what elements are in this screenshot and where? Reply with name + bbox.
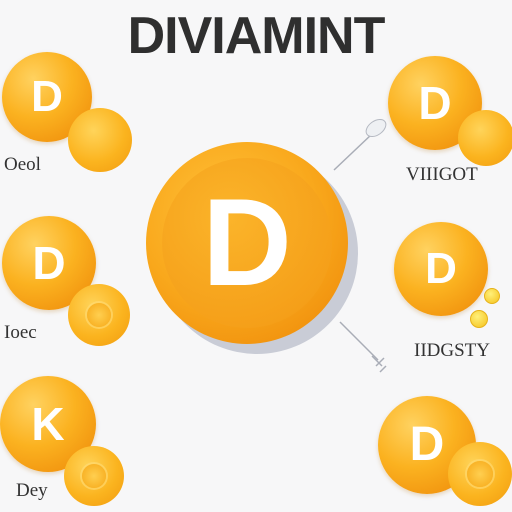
- connector-tool-bottom-right: [371, 355, 387, 373]
- node-ball-middle-right: D: [394, 222, 488, 316]
- node-ball-top-left: D: [2, 52, 92, 142]
- node-label-top-left: Oeol: [4, 154, 41, 175]
- node-drop-middle-left: [68, 284, 130, 346]
- node-letter: D: [32, 237, 66, 289]
- node-drop-bottom-left: [64, 446, 124, 506]
- node-letter: K: [31, 398, 65, 450]
- node-ball-bottom-left: K: [0, 376, 96, 472]
- connector-cap-top-right: [365, 118, 387, 138]
- node-label-top-right: VIIIGOT: [406, 164, 478, 185]
- hub-inner-ring: [162, 158, 332, 328]
- central-vitamin-d-circle: D: [146, 142, 348, 344]
- connector-bottom-right: [339, 321, 379, 361]
- node-drop-bottom-right: [448, 442, 512, 506]
- node-drop-top-left: [68, 108, 132, 172]
- node-letter: D: [31, 72, 63, 121]
- hub-letter: D: [202, 174, 292, 312]
- node-label-bottom-left: Dey: [16, 480, 48, 501]
- node-label-middle-right: IIDGSTY: [414, 340, 490, 361]
- node-label-middle-left: Ioec: [4, 322, 37, 343]
- node-letter: D: [425, 244, 457, 293]
- node-drop-top-right: [458, 110, 512, 166]
- diagram-title: DIVIAMINT: [127, 7, 386, 65]
- connector-top-right: [333, 133, 373, 171]
- node-droplet-1-middle-right: [484, 288, 500, 304]
- node-letter: D: [418, 77, 452, 129]
- node-droplet-2-middle-right: [470, 310, 488, 328]
- node-ball-middle-left: D: [2, 216, 96, 310]
- node-letter: D: [409, 418, 445, 471]
